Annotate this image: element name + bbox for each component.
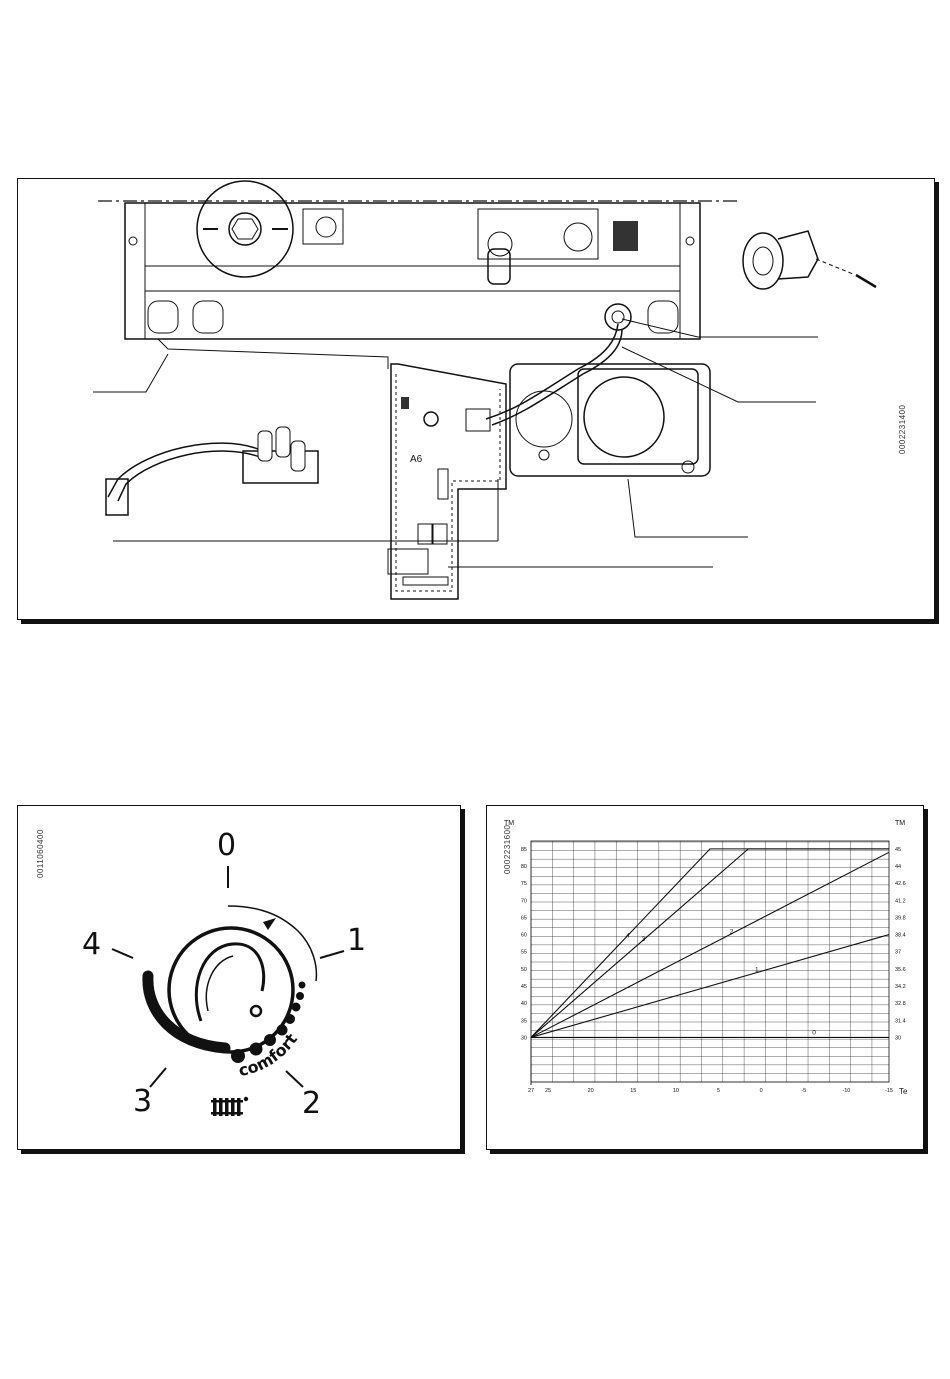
y-tick-label: 70 [521, 898, 527, 904]
y-tick-label: 85 [521, 847, 527, 853]
x-tick-label: -5 [801, 1088, 806, 1094]
y-tick-label: 65 [521, 915, 527, 921]
dial-number-0: 0 [217, 831, 236, 861]
y-tick-label-right: 31.4 [895, 1018, 906, 1024]
radiator-icon [211, 1097, 248, 1116]
x-axis-label: Te [899, 1087, 908, 1096]
y-tick-label-right: 45 [895, 847, 901, 853]
knob-figure: 0011060400 comfort [17, 805, 461, 1150]
y-tick-label-right: 38.4 [895, 933, 906, 939]
y-tick-label-right: 42.6 [895, 881, 906, 887]
y-tick-label-right: 32.8 [895, 1001, 906, 1007]
x-tick-label: 20 [588, 1088, 594, 1094]
series-label-1: 1 [755, 967, 759, 974]
x-tick-label: 27 [528, 1088, 534, 1094]
installation-drawing [18, 179, 936, 621]
y-tick-label-right: 30 [895, 1035, 901, 1041]
y-tick-label: 45 [521, 984, 527, 990]
y-tick-label-right: 39.8 [895, 915, 906, 921]
y-tick-label: 75 [521, 881, 527, 887]
x-tick-label: 25 [545, 1088, 551, 1094]
x-tick-label: 0 [760, 1088, 763, 1094]
y-tick-label-right: 35.6 [895, 967, 906, 973]
figure-code: 0002231400 [898, 405, 907, 455]
installation-figure: A6 0002231400 [17, 178, 935, 620]
y-tick-label: 40 [521, 1001, 527, 1007]
plot-border [531, 841, 889, 1082]
y-axis-label: TM [504, 820, 514, 827]
x-tick-label: 5 [717, 1088, 720, 1094]
dial-number-2: 2 [302, 1089, 321, 1119]
y-tick-label: 80 [521, 864, 527, 870]
y-axis-label-right: TM [895, 820, 905, 827]
y-tick-label: 35 [521, 1018, 527, 1024]
dial-number-3: 3 [133, 1087, 152, 1117]
y-tick-label: 50 [521, 967, 527, 973]
y-tick-label-right: 41.2 [895, 898, 906, 904]
y-tick-label: 30 [521, 1035, 527, 1041]
x-tick-label: 10 [673, 1088, 679, 1094]
y-tick-label-right: 37 [895, 950, 901, 956]
selector-knob: comfort [18, 806, 462, 1151]
board-label-a6: A6 [410, 454, 422, 465]
series-label-3: 3 [642, 936, 646, 943]
dial-number-4: 4 [82, 930, 101, 960]
series-label-0: 0 [812, 1029, 816, 1036]
y-tick-label: 55 [521, 950, 527, 956]
dial-number-1: 1 [347, 926, 366, 956]
series-label-2: 2 [730, 929, 734, 936]
series-label-4: 4 [626, 932, 630, 939]
x-tick-label: -10 [842, 1088, 850, 1094]
y-tick-label-right: 34.2 [895, 984, 906, 990]
x-tick-label: 15 [630, 1088, 636, 1094]
y-tick-label-right: 44 [895, 864, 901, 870]
y-tick-label: 60 [521, 933, 527, 939]
x-tick-label: -15 [885, 1088, 893, 1094]
